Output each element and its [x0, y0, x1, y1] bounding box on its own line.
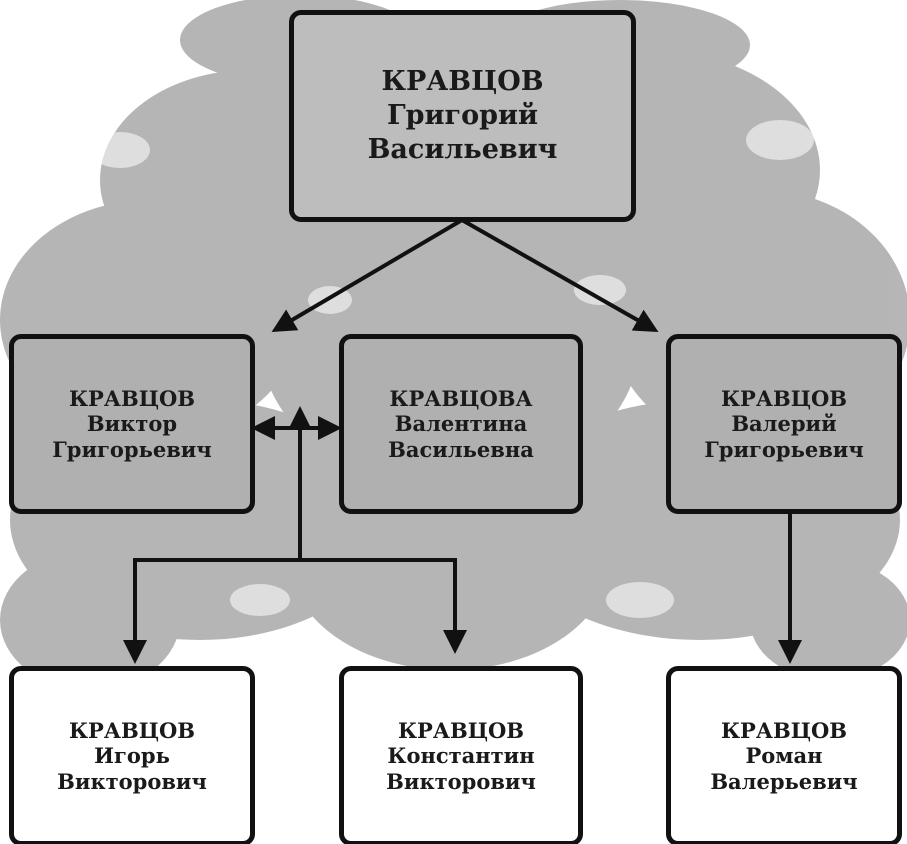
node-given-name: Валентина	[394, 411, 528, 437]
node-valeriy: КРАВЦОВ Валерий Григорьевич	[666, 334, 902, 514]
node-viktor: КРАВЦОВ Виктор Григорьевич	[9, 334, 255, 514]
node-given-name: Виктор	[86, 411, 178, 437]
node-given-name: Игорь	[94, 743, 170, 769]
node-patronymic: Валерьевич	[710, 768, 858, 794]
node-surname: КРАВЦОВ	[397, 718, 525, 744]
node-grigoriy: КРАВЦОВ Григорий Васильевич	[289, 10, 636, 222]
node-valentina: КРАВЦОВА Валентина Васильевна	[339, 334, 583, 514]
node-roman: КРАВЦОВ Роман Валерьевич	[666, 666, 902, 844]
arrow-root-to-valeriy	[461, 218, 659, 332]
node-given-name: Валерий	[731, 411, 837, 437]
node-konstantin: КРАВЦОВ Константин Викторович	[339, 666, 583, 844]
node-patronymic: Григорьевич	[52, 436, 212, 462]
node-patronymic: Васильевич	[367, 133, 558, 165]
node-patronymic: Васильевна	[388, 436, 534, 462]
node-surname: КРАВЦОВА	[389, 386, 533, 412]
node-patronymic: Викторович	[57, 768, 207, 794]
node-surname: КРАВЦОВ	[381, 66, 544, 98]
node-surname: КРАВЦОВ	[68, 718, 196, 744]
node-surname: КРАВЦОВ	[720, 386, 848, 412]
node-given-name: Григорий	[386, 100, 539, 132]
node-surname: КРАВЦОВ	[720, 718, 848, 744]
node-given-name: Константин	[387, 743, 535, 769]
node-patronymic: Викторович	[386, 768, 536, 794]
arrow-root-to-viktor	[271, 218, 464, 333]
node-patronymic: Григорьевич	[704, 436, 864, 462]
node-given-name: Роман	[745, 743, 823, 769]
node-surname: КРАВЦОВ	[68, 386, 196, 412]
node-igor: КРАВЦОВ Игорь Викторович	[9, 666, 255, 844]
